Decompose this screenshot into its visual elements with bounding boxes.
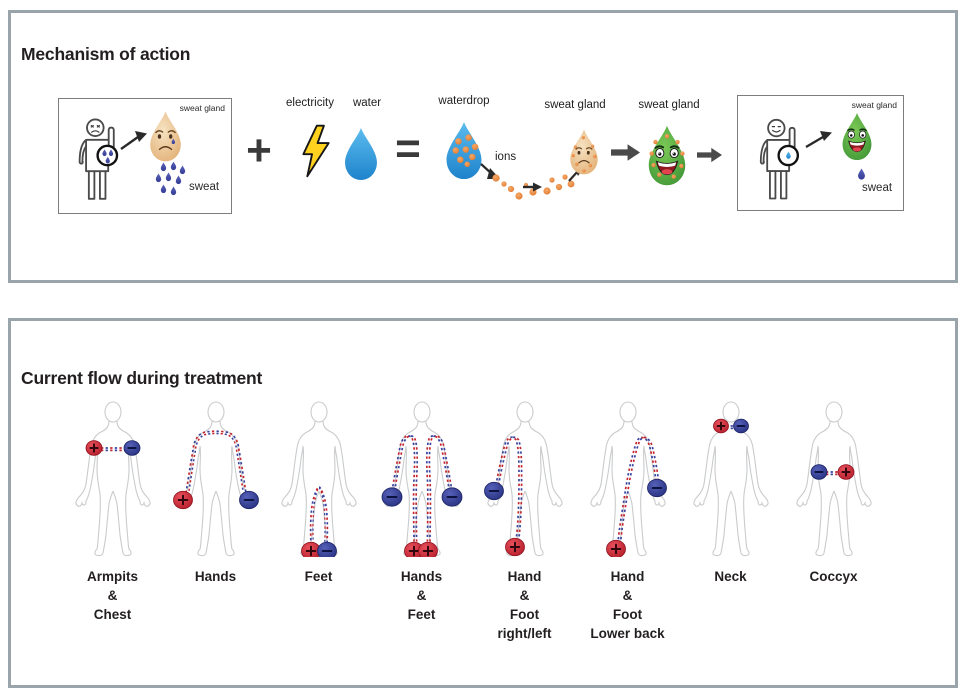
body-outline [74, 401, 151, 557]
positive-electrode [417, 541, 438, 557]
happy-face [771, 126, 781, 133]
after-gland-label: sweat gland [851, 100, 897, 110]
zoom-arrow-icon [120, 131, 147, 150]
sad-sweat-gland-illustration [150, 111, 181, 162]
negative-electrode [316, 541, 337, 557]
happy-sweat-gland-illustration [648, 125, 686, 186]
current-path [184, 430, 247, 494]
happy-gland-label: sweat gland [638, 99, 700, 111]
positive-electrode [504, 537, 525, 557]
arrow-right-icon [611, 144, 640, 161]
current-path [390, 435, 418, 547]
body-outline [381, 401, 462, 557]
body-outline [795, 401, 872, 557]
positive-electrode [712, 418, 729, 434]
negative-electrode [441, 487, 462, 507]
figure-label: Armpits & Chest [86, 569, 138, 622]
happy-gland-face [654, 145, 680, 176]
waterdrop-with-ions [446, 121, 482, 180]
electricity-label: electricity [286, 97, 334, 109]
body-outline [280, 401, 357, 557]
negative-electrode [238, 490, 259, 510]
figure-label: Coccyx [809, 569, 858, 584]
waterdrop-label: waterdrop [438, 95, 490, 107]
ion-dots [492, 174, 575, 200]
water-label: water [352, 97, 382, 109]
after-sweat-label: sweat [862, 182, 893, 194]
before-gland-label: sweat gland [179, 103, 225, 113]
figure-label: Hands & Feet [400, 569, 443, 622]
treatment-figure-coccyx: Coccyx [782, 401, 885, 643]
body-outline [172, 401, 259, 557]
ion-flow-arrow [523, 182, 542, 192]
ions-label: ions [495, 151, 517, 163]
mechanism-panel: Mechanism of action sweat gland [8, 10, 958, 283]
negative-electrode [810, 464, 827, 480]
positive-electrode [605, 539, 626, 557]
treatment-figure-hand-foot-lower-back: Hand & Foot Lower back [576, 401, 679, 643]
sweat-drops-cluster [155, 162, 186, 196]
negative-electrode [123, 440, 140, 456]
current-path [309, 486, 328, 546]
body-outline [692, 401, 769, 557]
lightning-bolt-icon [302, 124, 330, 178]
mechanism-title: Mechanism of action [21, 43, 191, 64]
figure-label: Neck [714, 569, 747, 584]
negative-electrode [646, 478, 667, 498]
happy-sweat-gland-small [842, 112, 872, 161]
figure-label: Hands [194, 569, 237, 584]
arrow-right-icon [697, 147, 722, 163]
happy-person-figure [759, 118, 800, 200]
negative-electrode [483, 481, 504, 501]
treatment-figures-row: Armpits & Chest Hands Feet Hands & Feet Hand… [61, 401, 885, 643]
treatment-figure-hands: Hands [164, 401, 267, 643]
negative-electrode [732, 418, 749, 434]
body-outline [483, 401, 563, 557]
current-path [100, 447, 125, 452]
sad-person-figure [78, 118, 119, 200]
figure-label: Hand & Foot right/left [497, 569, 552, 641]
negative-electrode [381, 487, 402, 507]
single-sweat-drop [858, 168, 865, 180]
current-path [425, 435, 453, 547]
zoom-arrow-icon [805, 131, 832, 149]
positive-electrode [837, 464, 854, 480]
current-flow-panel: Current flow during treatment Armpits & … [8, 318, 958, 688]
ions-in-drop [452, 134, 479, 168]
positive-electrode [172, 490, 193, 510]
after-treatment-box: sweat gland [737, 95, 904, 211]
treatment-figure-hands-feet: Hands & Feet [370, 401, 473, 643]
treatment-figure-armpits-chest: Armpits & Chest [61, 401, 164, 643]
plus-operator: + [246, 126, 272, 175]
current-path [494, 436, 522, 542]
sad-gland-label: sweat gland [544, 99, 606, 111]
before-sweat-label: sweat [189, 181, 220, 193]
treatment-title: Current flow during treatment [21, 367, 263, 388]
water-drop-icon [345, 127, 377, 181]
sad-sweat-gland-with-ions [570, 129, 598, 175]
treatment-figure-neck: Neck [679, 401, 782, 643]
equals-operator: = [395, 124, 421, 173]
figure-label: Hand & Foot Lower back [590, 569, 665, 641]
figure-label: Feet [304, 569, 333, 584]
treatment-figure-feet: Feet [267, 401, 370, 643]
body-outline [589, 401, 667, 557]
sad-face [90, 124, 100, 133]
positive-electrode [85, 440, 102, 456]
before-treatment-box: sweat gland [58, 98, 232, 214]
magnifier-circle [96, 144, 119, 167]
treatment-figure-hand-foot-right-left: Hand & Foot right/left [473, 401, 576, 643]
sad-gland-face [155, 130, 176, 151]
